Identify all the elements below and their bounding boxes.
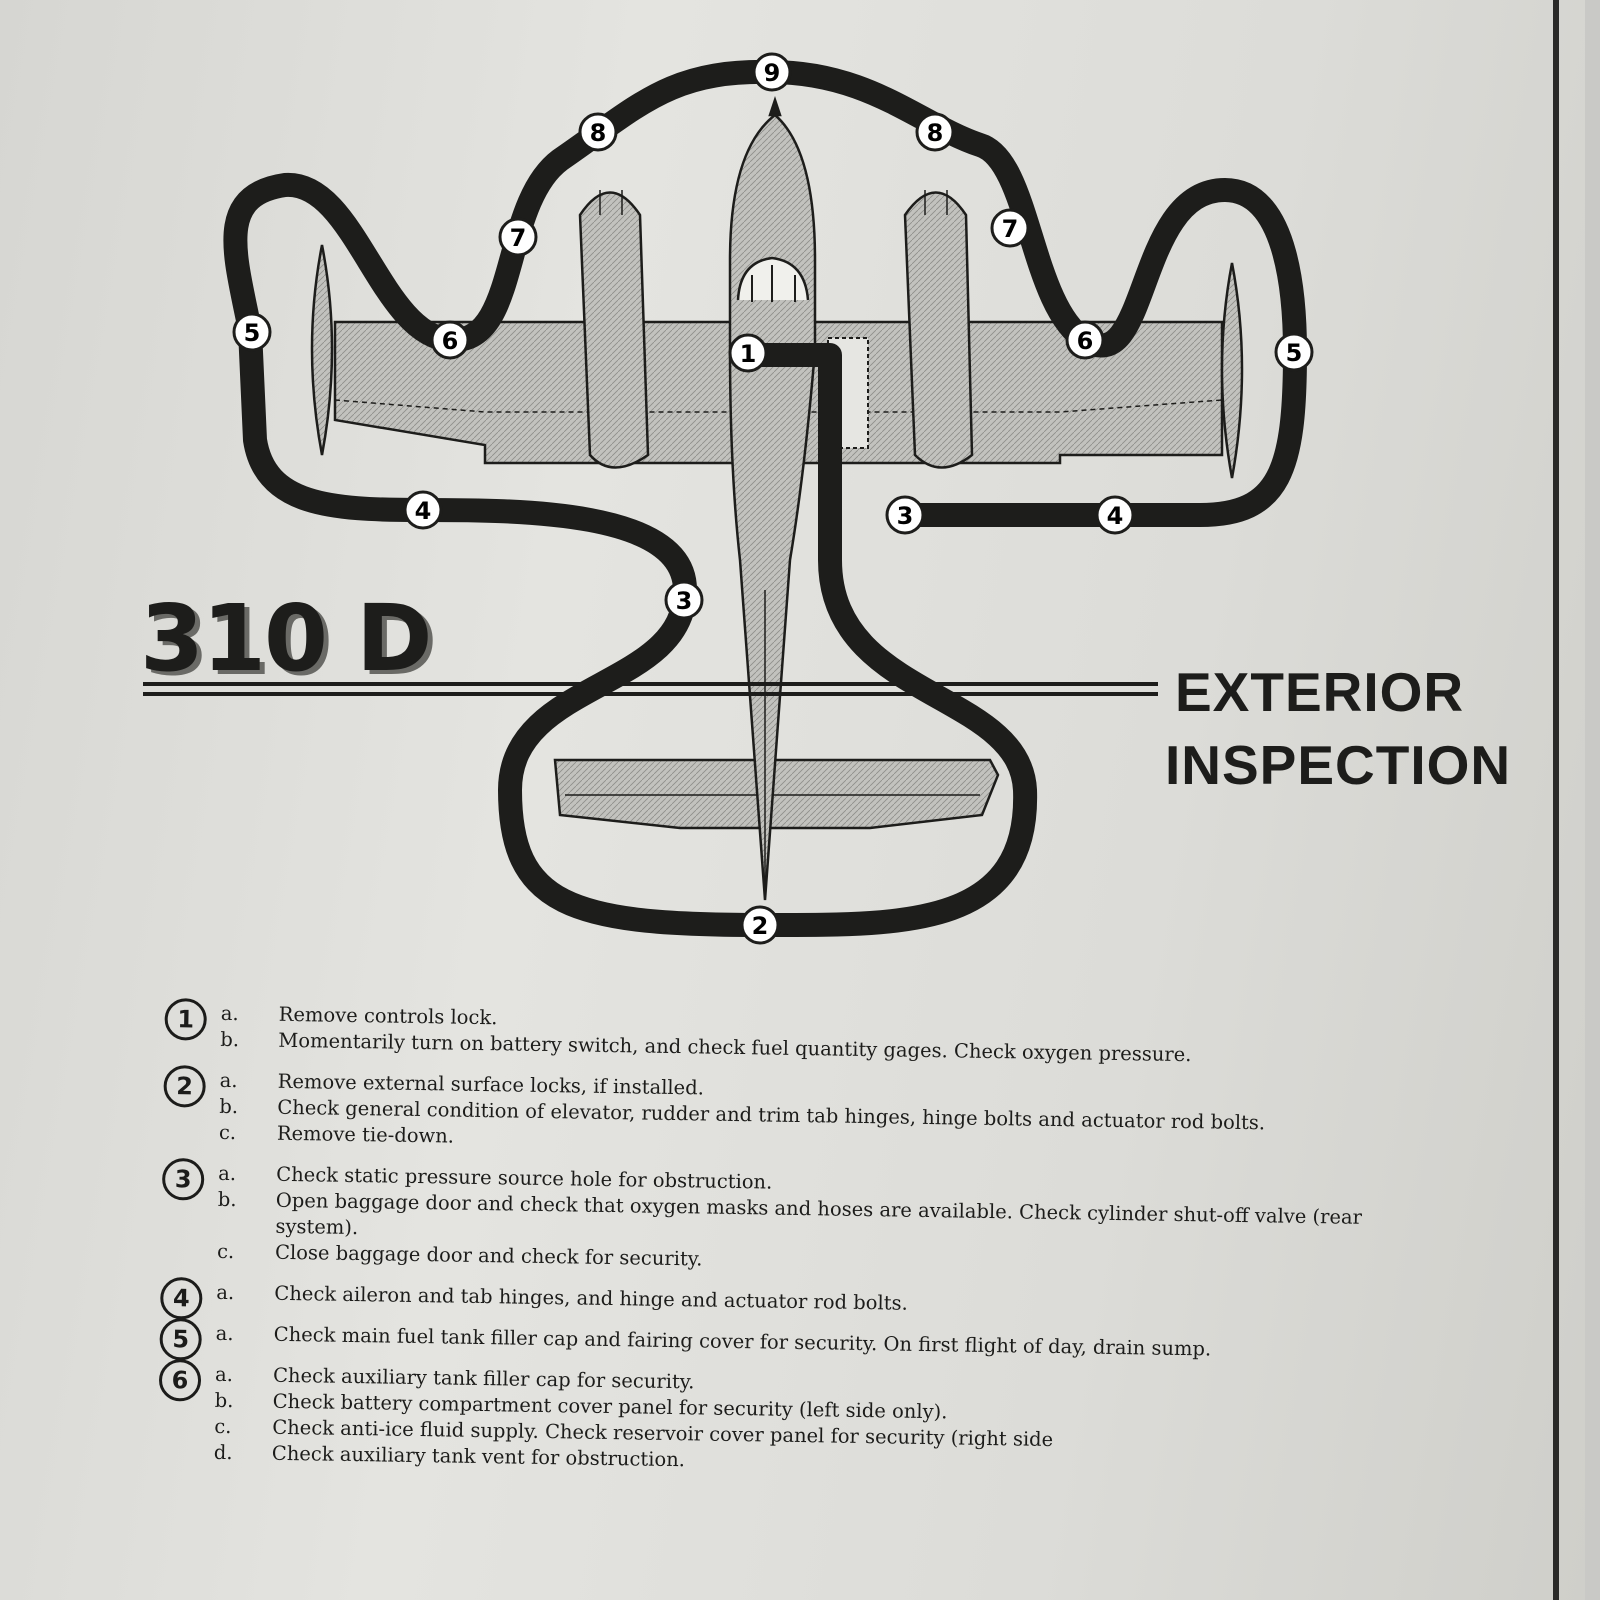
svg-text:7: 7 xyxy=(510,224,527,252)
svg-text:3: 3 xyxy=(897,502,914,530)
route-marker-1: 1 xyxy=(728,333,768,373)
step-letter: a. xyxy=(220,1001,239,1026)
right-nacelle xyxy=(903,191,974,469)
route-marker-6-left: 6 xyxy=(430,320,470,360)
exterior-inspection-diagram: 1 2 3 3 4 4 5 5 6 6 7 7 8 8 9 xyxy=(223,52,1314,945)
route-marker-8-left: 8 xyxy=(578,112,618,152)
svg-text:1: 1 xyxy=(740,340,757,368)
inspection-checklist: 1 a.Remove controls lock. b.Momentarily … xyxy=(157,998,1545,1502)
model-designation: 310 D xyxy=(140,585,432,692)
step-text: Check main fuel tank filler cap and fair… xyxy=(273,1322,1212,1361)
step-letter: b. xyxy=(219,1094,239,1119)
page-edge xyxy=(1553,0,1559,1600)
svg-text:6: 6 xyxy=(442,327,459,355)
route-marker-9: 9 xyxy=(752,52,792,92)
fuselage xyxy=(728,113,817,901)
inspection-route xyxy=(223,59,1307,938)
spinner xyxy=(768,96,782,117)
step-letter: a. xyxy=(214,1362,234,1387)
route-markers: 1 2 3 3 4 4 5 5 6 6 7 7 8 8 9 xyxy=(232,52,1314,945)
step-letter: c. xyxy=(214,1414,232,1439)
step-number-badge: 4 xyxy=(159,1276,203,1320)
route-marker-6-right: 6 xyxy=(1065,320,1105,360)
checklist-item-3: 3 a.Check static pressure source hole fo… xyxy=(161,1157,1542,1286)
route-marker-2: 2 xyxy=(740,905,780,945)
heading-exterior: EXTERIOR xyxy=(1175,661,1465,723)
title-rule-2 xyxy=(143,692,1158,696)
checklist-item-5: 5 a. Check main fuel tank filler cap and … xyxy=(159,1317,1540,1368)
svg-text:5: 5 xyxy=(244,319,261,347)
route-marker-7-left: 7 xyxy=(498,217,538,257)
checklist-item-2: 2 a.Remove external surface locks, if in… xyxy=(163,1064,1544,1167)
step-letter: c. xyxy=(216,1239,235,1264)
step-letter: a. xyxy=(219,1068,238,1093)
route-marker-3-right: 3 xyxy=(885,495,925,535)
step-letter: b. xyxy=(220,1027,240,1052)
heading-inspection: INSPECTION xyxy=(1165,734,1512,796)
route-marker-3-left: 3 xyxy=(664,580,704,620)
step-letter: b. xyxy=(217,1187,237,1212)
step-letter: a. xyxy=(218,1161,237,1186)
svg-text:8: 8 xyxy=(927,119,944,147)
checklist-item-4: 4 a. Check aileron and tab hinges, and hi… xyxy=(159,1276,1540,1327)
svg-text:3: 3 xyxy=(676,587,693,615)
checklist-item-6: 6 a.Check auxiliary tank filler cap for … xyxy=(158,1358,1539,1487)
step-letter: b. xyxy=(214,1388,234,1413)
route-marker-5-left: 5 xyxy=(232,312,272,352)
step-letter: a. xyxy=(216,1280,235,1305)
route-marker-4-left: 4 xyxy=(403,490,443,530)
route-marker-5-right: 5 xyxy=(1274,332,1314,372)
svg-text:5: 5 xyxy=(1286,339,1303,367)
step-letter: c. xyxy=(218,1120,237,1145)
right-tip-tank xyxy=(1220,262,1244,479)
step-text: Check aileron and tab hinges, and hinge … xyxy=(274,1281,908,1315)
svg-text:4: 4 xyxy=(415,497,432,525)
route-marker-8-right: 8 xyxy=(915,112,955,152)
title-rule-1 xyxy=(143,682,1158,686)
svg-text:2: 2 xyxy=(752,912,769,940)
svg-text:7: 7 xyxy=(1002,215,1019,243)
checklist-item-1: 1 a.Remove controls lock. b.Momentarily … xyxy=(164,998,1545,1074)
route-marker-7-right: 7 xyxy=(990,208,1030,248)
step-letter: d. xyxy=(213,1440,233,1465)
left-tip-tank xyxy=(310,244,334,456)
aircraft-drawing xyxy=(310,96,1244,901)
svg-text:9: 9 xyxy=(764,59,781,87)
horizontal-stabilizer xyxy=(553,758,1000,830)
left-nacelle xyxy=(578,191,650,469)
svg-text:8: 8 xyxy=(590,119,607,147)
step-number-badge: 5 xyxy=(159,1317,202,1361)
svg-text:4: 4 xyxy=(1107,502,1124,530)
step-letter: a. xyxy=(215,1321,234,1346)
route-marker-4-right: 4 xyxy=(1095,495,1135,535)
svg-text:6: 6 xyxy=(1077,327,1094,355)
